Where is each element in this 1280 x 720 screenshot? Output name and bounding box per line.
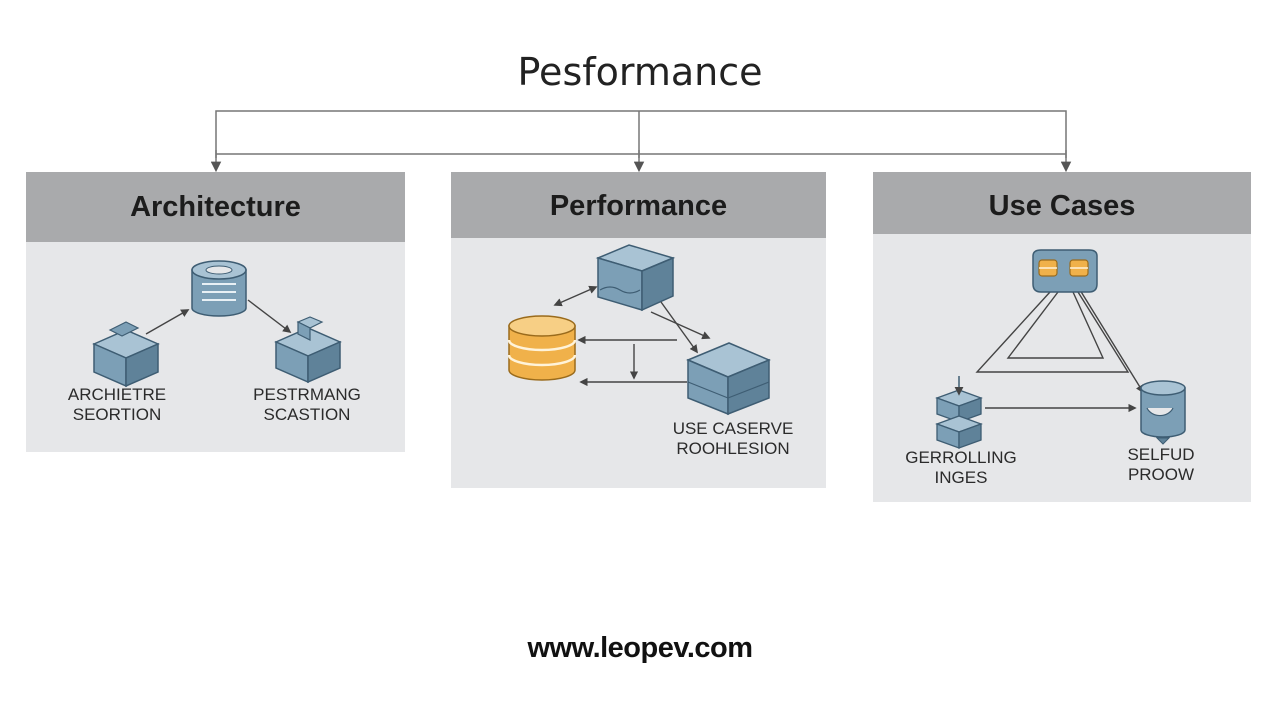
panel-use-cases-heading: Use Cases (873, 172, 1251, 234)
node-label-line2: INGES (934, 468, 988, 487)
node-label-line1: GERROLLING (905, 448, 1017, 467)
node-label-line2: PROOW (1127, 465, 1195, 484)
performance-graphic (507, 244, 771, 416)
cube-icon (274, 316, 342, 384)
node-label-line1: USE CASERVE (672, 419, 794, 438)
storage-tray-icon (1032, 249, 1098, 293)
bracket-top (215, 110, 1067, 158)
connector-arrow (660, 301, 698, 354)
cube-icon (686, 342, 771, 416)
node-label: PESTRMANG SCASTION (242, 385, 372, 425)
connector-arrow (553, 285, 598, 307)
cube-icon (595, 244, 676, 312)
node-label-line1: ARCHIETRE (67, 385, 167, 404)
database-cylinder-icon (191, 260, 247, 317)
panel-architecture: Architecture (26, 172, 405, 452)
panel-performance-heading: Performance (451, 172, 826, 238)
panel-performance: Performance (451, 172, 826, 488)
connector-line (975, 291, 1130, 373)
node-label-line1: SELFUD (1127, 445, 1195, 464)
cube-icon (92, 321, 160, 388)
connector-arrow (145, 309, 190, 335)
node-label-line2: SCASTION (263, 405, 351, 424)
node-label: SELFUD PROOW (1119, 445, 1203, 485)
panel-use-cases: Use Cases (873, 172, 1251, 502)
database-stack-icon (507, 315, 577, 381)
diagram-title: Pesformance (517, 50, 763, 94)
node-label: GERROLLING INGES (899, 448, 1023, 488)
connector-line (1006, 291, 1105, 359)
use-cases-graphic (935, 249, 1186, 449)
stacked-blocks-icon (935, 376, 983, 449)
node-label: ARCHIETRE SEORTION (62, 385, 172, 425)
panel-architecture-heading: Architecture (26, 172, 405, 242)
connector-arrow (247, 299, 292, 334)
architecture-graphic (92, 260, 342, 388)
connector-arrow (1079, 289, 1144, 394)
node-label: USE CASERVE ROOHLESION (663, 419, 803, 459)
cylinder-icon (1140, 380, 1186, 445)
connector-arrow (650, 311, 711, 340)
node-label-line2: ROOHLESION (676, 439, 790, 458)
node-label-line1: PESTRMANG (253, 385, 361, 404)
footer-url: www.leopev.com (527, 632, 753, 664)
node-label-line2: SEORTION (72, 405, 162, 424)
